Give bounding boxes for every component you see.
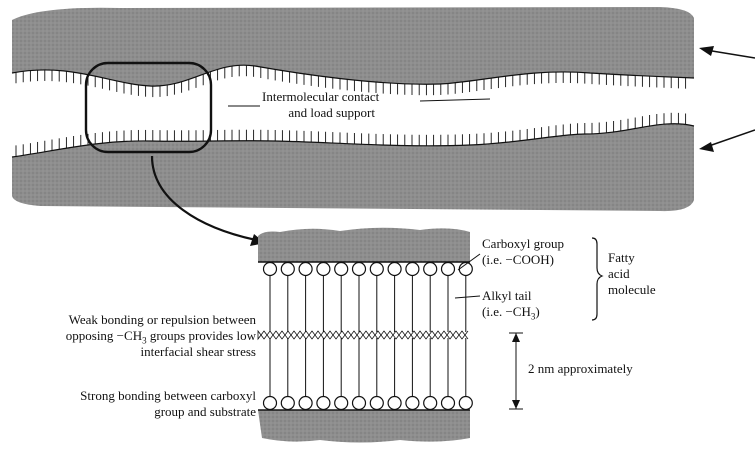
carboxyl-head (353, 263, 366, 276)
carboxyl-head (264, 263, 277, 276)
contact-leader-right (420, 99, 490, 101)
detail-lower-substrate (258, 410, 470, 443)
carboxyl-head (335, 263, 348, 276)
carboxyl-head (317, 263, 330, 276)
fatty-label-line2: acid (608, 266, 656, 282)
carboxyl-head (388, 263, 401, 276)
weak-bonding-label: Weak bonding or repulsion between opposi… (0, 312, 256, 360)
fatty-label-line1: Fatty (608, 250, 656, 266)
fatty-acid-label: Fatty acid molecule (608, 250, 656, 298)
detail-upper-substrate (258, 228, 470, 262)
weak-label-line3: interfacial shear stress (0, 344, 256, 360)
carboxyl-label-line2: (i.e. −COOH) (482, 252, 564, 268)
interface-zigzag-b (258, 331, 468, 339)
strong-label-line1: Strong bonding between carboxyl (0, 388, 256, 404)
carboxyl-head (299, 397, 312, 410)
carboxyl-head (335, 397, 348, 410)
carboxyl-label: Carboxyl group (i.e. −COOH) (482, 236, 564, 268)
carboxyl-head (442, 263, 455, 276)
top-schematic (12, 7, 755, 246)
carboxyl-head (406, 263, 419, 276)
weak-label-line2: opposing −CH3 groups provides low (0, 328, 256, 344)
contact-label: Intermolecular contact and load support (262, 89, 379, 121)
distance-label: 2 nm approximately (528, 361, 633, 377)
carboxyl-head (281, 397, 294, 410)
strong-bonding-label: Strong bonding between carboxyl group an… (0, 388, 256, 420)
contact-label-line1: Intermolecular contact (262, 89, 379, 105)
carboxyl-head (370, 263, 383, 276)
carboxyl-head (388, 397, 401, 410)
alkyl-label-line1: Alkyl tail (482, 288, 540, 304)
carboxyl-head (299, 263, 312, 276)
carboxyl-head (317, 397, 330, 410)
carboxyl-head (353, 397, 366, 410)
carboxyl-head (281, 263, 294, 276)
contact-label-line2: and load support (262, 105, 379, 121)
alkyl-leader (455, 296, 480, 298)
surface-arrows (699, 46, 755, 152)
lower-substrate (12, 124, 694, 211)
alkyl-label-line2: (i.e. −CH3) (482, 304, 540, 320)
alkyl-label: Alkyl tail (i.e. −CH3) (482, 288, 540, 320)
weak-label-line1: Weak bonding or repulsion between (0, 312, 256, 328)
carboxyl-head (264, 397, 277, 410)
fatty-label-line3: molecule (608, 282, 656, 298)
carboxyl-label-line1: Carboxyl group (482, 236, 564, 252)
carboxyl-head (406, 397, 419, 410)
carboxyl-head (370, 397, 383, 410)
carboxyl-head (424, 397, 437, 410)
carboxyl-head (459, 397, 472, 410)
fatty-acid-brace (592, 238, 602, 320)
strong-label-line2: group and substrate (0, 404, 256, 420)
carboxyl-head (442, 397, 455, 410)
carboxyl-head (424, 263, 437, 276)
